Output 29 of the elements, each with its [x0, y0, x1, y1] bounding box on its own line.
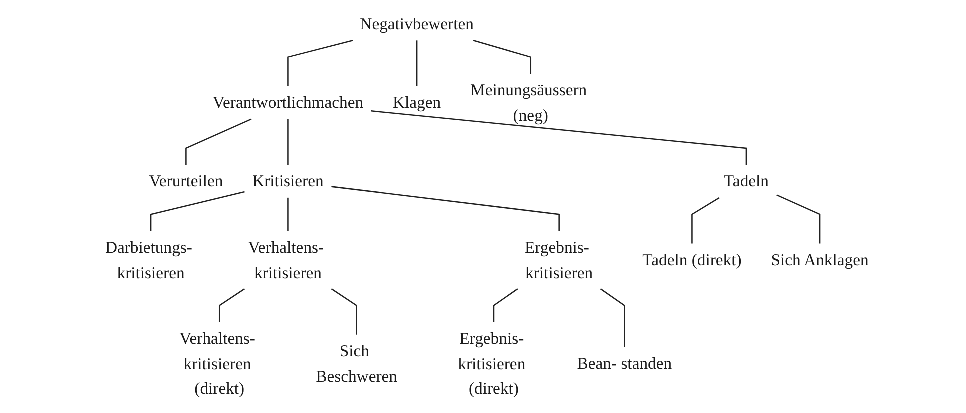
- node-text: Tadeln (direkt): [642, 250, 742, 270]
- node-text: Ergebnis- kritisieren: [525, 238, 594, 282]
- connector: [493, 288, 518, 322]
- node-text: Bean- standen: [577, 354, 672, 373]
- connector: [416, 40, 418, 86]
- connector: [288, 198, 289, 232]
- node-text: Verantwortlichmachen: [212, 93, 364, 112]
- node-text: Meinungsäussern (neg): [470, 80, 588, 124]
- connector: [150, 191, 245, 232]
- connector: [186, 118, 252, 166]
- connector: [219, 288, 246, 322]
- node-text: Verurteilen: [149, 172, 224, 191]
- connector: [331, 288, 358, 335]
- node-text: Sich Anklagen: [771, 250, 869, 270]
- node-text: Tadeln: [724, 172, 770, 191]
- node-text: Verhaltens- kritisieren: [248, 238, 324, 282]
- connector: [371, 110, 748, 166]
- node-text: Verhaltens- kritisieren (direkt): [180, 329, 256, 398]
- connector: [288, 40, 354, 86]
- connector: [332, 186, 560, 232]
- node-text: Ergebnis- kritisieren (direkt): [458, 329, 526, 398]
- connector: [473, 40, 532, 74]
- node-text: Negativbewerten: [360, 14, 474, 34]
- node-text: Darbietungs- kritisieren: [105, 238, 192, 282]
- connector: [600, 288, 626, 348]
- node-text: Sich Beschweren: [316, 342, 398, 386]
- node-text: Kritisieren: [252, 172, 324, 191]
- connector: [288, 119, 289, 166]
- node-text: Klagen: [393, 93, 442, 112]
